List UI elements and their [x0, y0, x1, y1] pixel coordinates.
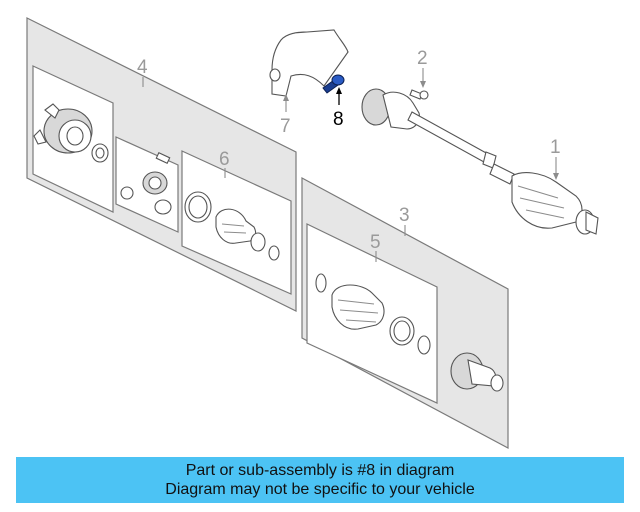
drive-shaft-assembly [361, 88, 599, 235]
callout-3: 3 [399, 205, 410, 226]
inner-cv-joint [450, 352, 504, 392]
bolt-8-highlighted[interactable] [322, 74, 345, 94]
callout-8: 8 [333, 109, 344, 130]
callout-5: 5 [370, 232, 381, 253]
heat-shield [269, 29, 349, 97]
callout-1: 1 [550, 137, 561, 158]
boot-kit-5 [315, 273, 431, 355]
banner-line-1: Part or sub-assembly is #8 in diagram [185, 462, 455, 479]
bolt-2 [409, 89, 429, 100]
outer-cv-joint [33, 103, 93, 154]
callout-4: 4 [137, 57, 148, 78]
callout-6: 6 [219, 149, 230, 170]
banner-line-2: Diagram may not be specific to your vehi… [165, 481, 475, 498]
retaining-ring [91, 143, 109, 163]
boot-kit-6 [184, 191, 280, 261]
inner-race-set [120, 152, 172, 215]
parts-diagram: 4 6 3 5 1 2 7 8 [26, 17, 599, 450]
callout-2: 2 [417, 48, 428, 69]
info-banner: Part or sub-assembly is #8 in diagram Di… [16, 457, 624, 503]
callout-7: 7 [280, 116, 291, 137]
panel-4 [26, 17, 297, 312]
